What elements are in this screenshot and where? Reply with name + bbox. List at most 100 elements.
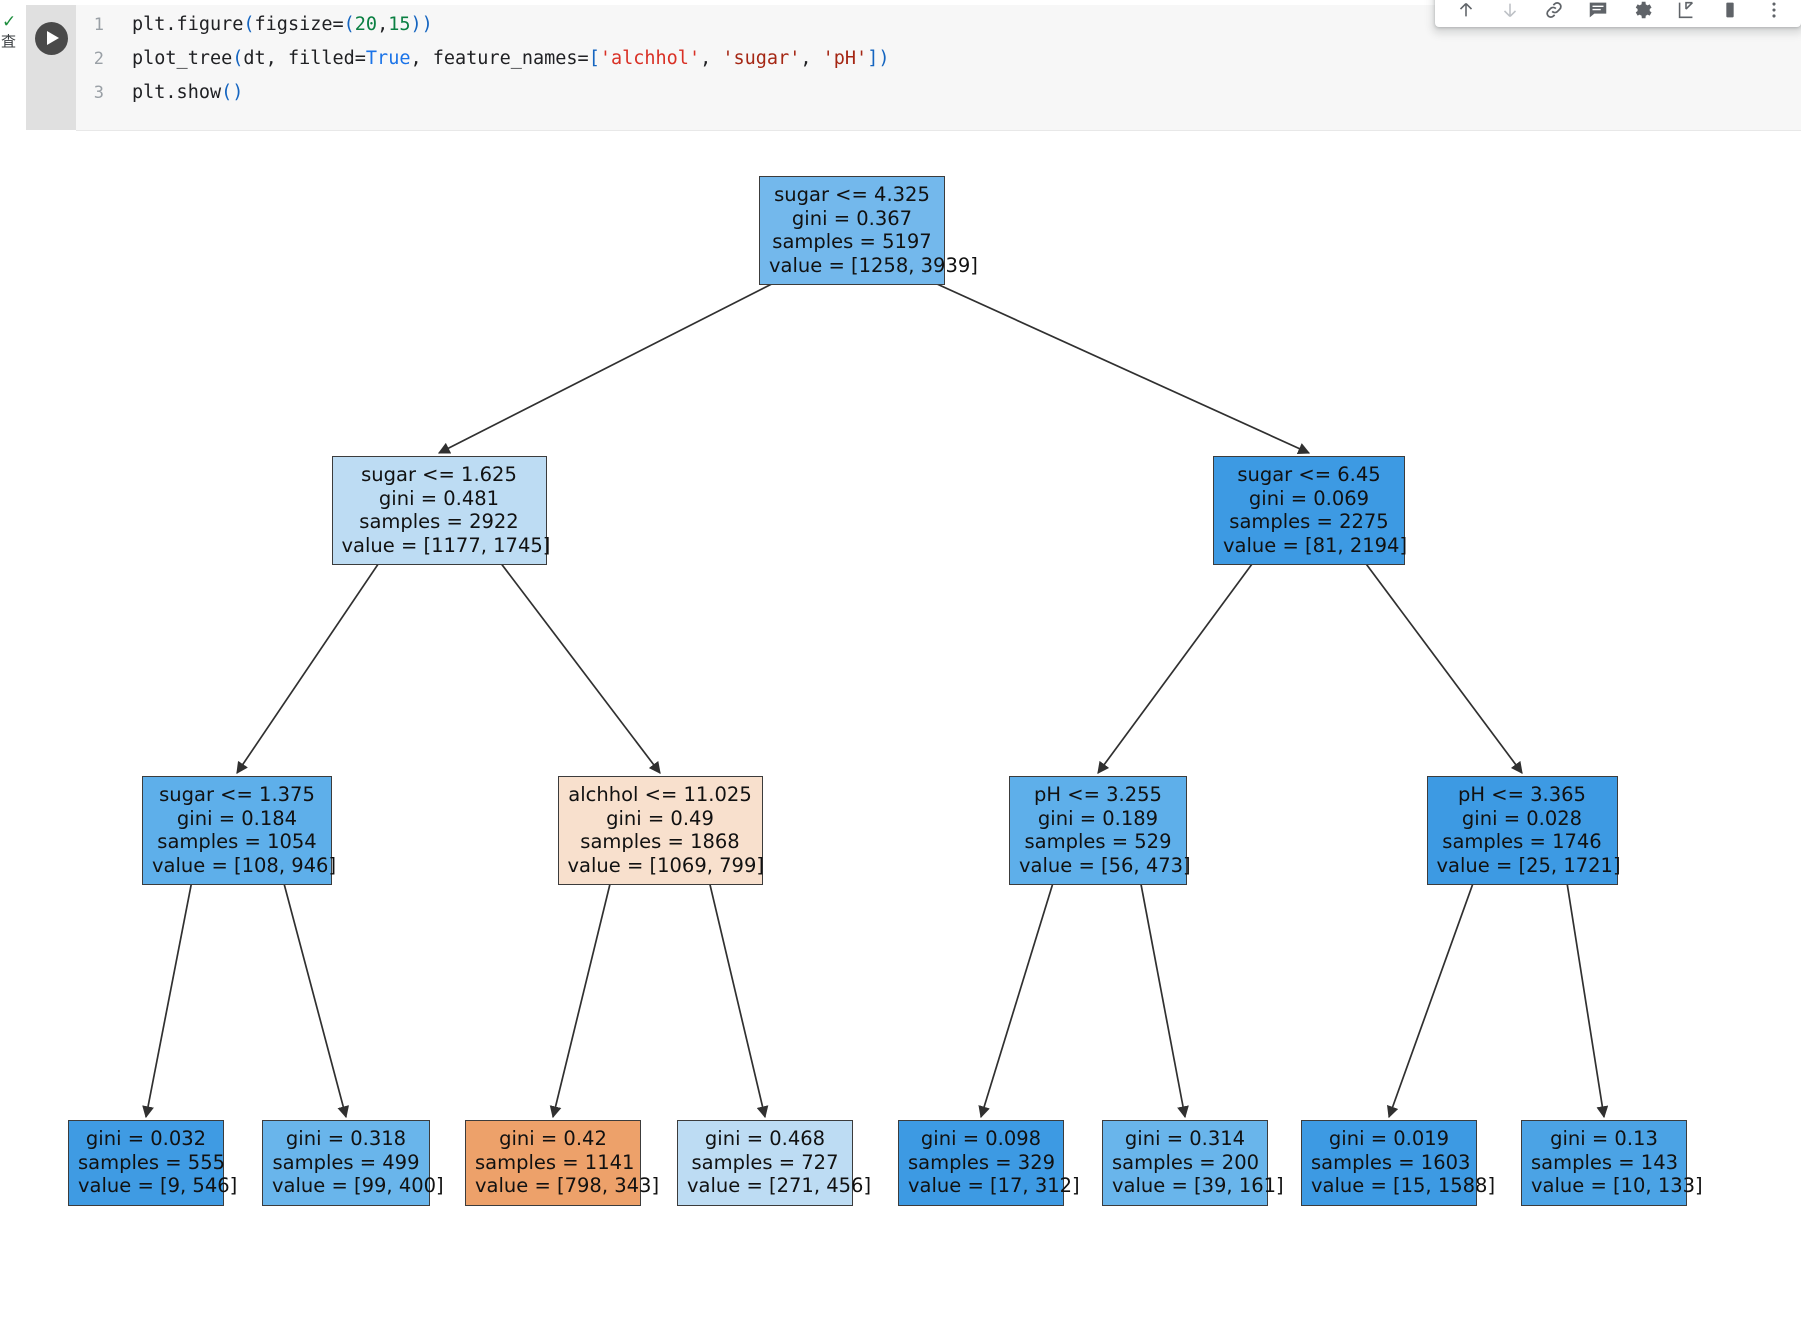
tree-edge xyxy=(549,863,616,1119)
tree-node-line: samples = 529 xyxy=(1024,830,1172,853)
tree-node-line: gini = 0.318 xyxy=(285,1127,407,1150)
tree-node-line: value = [99, 400] xyxy=(272,1174,444,1197)
tree-node-line: sugar <= 6.45 xyxy=(1237,463,1381,486)
settings-gear-icon[interactable] xyxy=(1625,0,1659,27)
tree-node-line: samples = 1141 xyxy=(475,1150,635,1174)
tree-node-line: gini = 0.028 xyxy=(1461,806,1583,830)
check-icon: ✓ xyxy=(2,12,17,32)
tree-edge xyxy=(485,543,661,774)
move-cell-up-icon[interactable] xyxy=(1449,0,1483,27)
tree-node-line: samples = 727 xyxy=(691,1150,839,1174)
tree-edge xyxy=(277,863,350,1119)
run-cell-button[interactable] xyxy=(35,22,68,55)
tree-node-line: samples = 1054 xyxy=(157,830,317,853)
tree-node-line: samples = 555 xyxy=(78,1150,226,1174)
tree-edge xyxy=(1097,543,1268,774)
tree-edge xyxy=(978,863,1060,1119)
tree-edge xyxy=(704,863,769,1119)
tree-node-line: value = [39, 161] xyxy=(1112,1174,1284,1197)
tree-node-line: gini = 0.13 xyxy=(1550,1127,1658,1150)
tree-node-line: alchhol <= 11.025 xyxy=(568,783,752,806)
tree-node-line: gini = 0.189 xyxy=(1037,806,1159,830)
tree-node-line: gini = 0.367 xyxy=(791,206,913,230)
tree-node-line: value = [17, 312] xyxy=(908,1174,1080,1197)
tree-node-line: gini = 0.098 xyxy=(920,1127,1042,1150)
tree-node-line: value = [25, 1721] xyxy=(1436,853,1621,877)
tree-edge xyxy=(142,863,197,1119)
tree-edge xyxy=(236,543,393,774)
tree-node-line: samples = 2275 xyxy=(1229,510,1389,533)
tree-node-line: value = [271, 456] xyxy=(687,1174,872,1197)
tree-node-line: sugar <= 4.325 xyxy=(774,183,930,206)
tree-edges xyxy=(142,263,1609,1119)
tree-node-line: samples = 499 xyxy=(272,1150,420,1174)
tree-node-line: gini = 0.032 xyxy=(85,1127,207,1150)
tree-node-line: gini = 0.069 xyxy=(1248,486,1370,510)
link-icon[interactable] xyxy=(1537,0,1571,27)
tree-edge xyxy=(1563,863,1609,1119)
tree-node-line: gini = 0.314 xyxy=(1124,1127,1246,1150)
tree-edge xyxy=(892,263,1311,454)
tree-edge xyxy=(1387,863,1481,1119)
tree-node-line: pH <= 3.365 xyxy=(1458,783,1586,806)
tree-node-line: value = [1177, 1745] xyxy=(341,533,551,557)
tree-node-line: value = [9, 546] xyxy=(78,1174,238,1197)
tree-node-line: value = [15, 1588] xyxy=(1311,1174,1496,1197)
tree-node-line: samples = 329 xyxy=(908,1150,1056,1174)
tree-node-line: value = [1258, 3939] xyxy=(769,253,978,277)
tree-node-line: samples = 143 xyxy=(1531,1150,1679,1174)
rail-partial-label: 査 xyxy=(1,34,17,49)
tree-edge xyxy=(1136,863,1189,1119)
cell-toolbar xyxy=(1435,0,1801,27)
cell-gutter xyxy=(26,5,76,130)
tree-edge xyxy=(1350,543,1523,774)
tree-node-line: gini = 0.481 xyxy=(378,486,500,510)
left-rail: ✓ 査 xyxy=(0,0,26,1331)
tree-node-line: gini = 0.42 xyxy=(499,1127,607,1150)
tree-node-line: value = [81, 2194] xyxy=(1223,533,1408,557)
tree-node-line: gini = 0.184 xyxy=(176,806,298,830)
popout-icon[interactable] xyxy=(1669,0,1703,27)
tree-node-line: sugar <= 1.375 xyxy=(159,783,315,806)
tree-node-line: value = [10, 133] xyxy=(1531,1174,1703,1197)
tree-node-line: value = [56, 473] xyxy=(1019,853,1191,877)
tree-node-line: samples = 5197 xyxy=(772,230,932,253)
tree-node-line: samples = 1603 xyxy=(1311,1150,1471,1174)
move-cell-down-icon[interactable] xyxy=(1493,0,1527,27)
tree-node-line: value = [108, 946] xyxy=(152,853,337,877)
tree-node-line: samples = 1868 xyxy=(580,830,740,853)
tree-node-line: gini = 0.468 xyxy=(704,1127,826,1150)
tree-node-line: value = [798, 343] xyxy=(475,1174,660,1197)
tree-node-line: samples = 1746 xyxy=(1442,830,1602,853)
tree-node-line: gini = 0.019 xyxy=(1328,1127,1450,1150)
tree-node-line: pH <= 3.255 xyxy=(1034,783,1162,806)
comment-icon[interactable] xyxy=(1581,0,1615,27)
tree-edge xyxy=(437,263,812,454)
delete-icon[interactable] xyxy=(1713,0,1747,27)
tree-node-line: sugar <= 1.625 xyxy=(361,463,517,486)
tree-node-line: gini = 0.49 xyxy=(606,806,714,830)
tree-node-line: samples = 200 xyxy=(1112,1150,1260,1174)
more-options-icon[interactable] xyxy=(1757,0,1791,27)
tree-node-line: value = [1069, 799] xyxy=(567,853,764,877)
